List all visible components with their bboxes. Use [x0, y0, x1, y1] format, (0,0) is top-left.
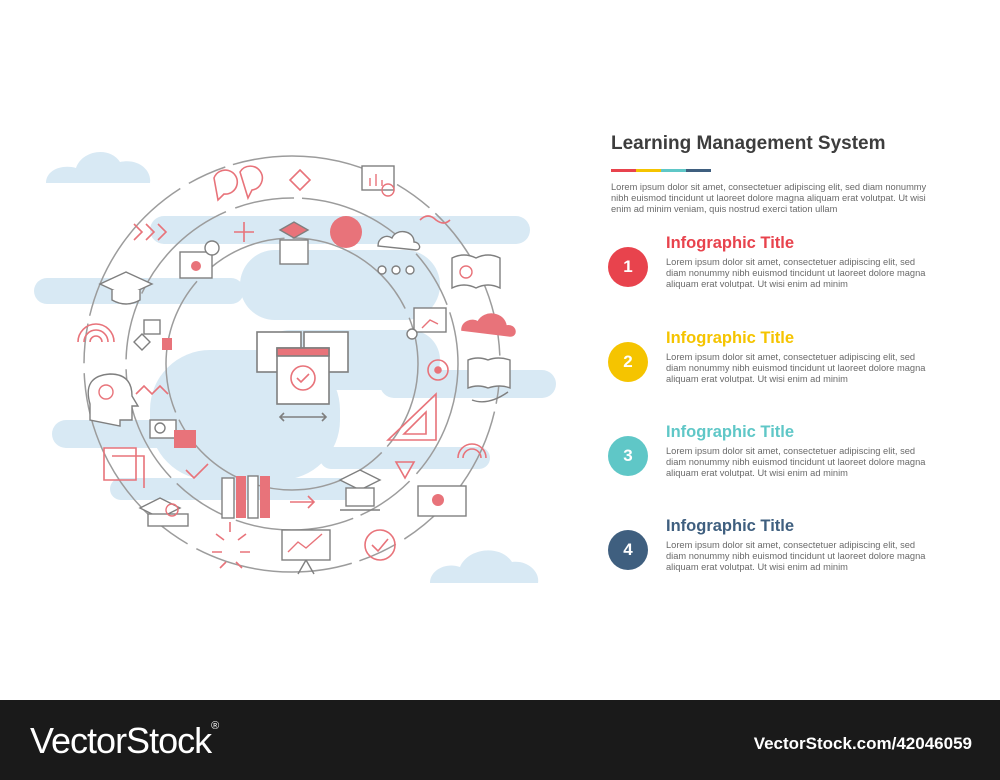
- color-segment: [686, 169, 711, 172]
- item-title: Infographic Title: [666, 517, 795, 535]
- item-text: Lorem ipsum dolor sit amet, consectetuer…: [666, 352, 926, 384]
- color-segment: [636, 169, 661, 172]
- monitor-apple-icon: [179, 240, 220, 279]
- plus-icon: [234, 222, 254, 242]
- step-number-badge: 4: [608, 530, 648, 570]
- infographic-item-1: 1 Infographic Title Lorem ipsum dolor si…: [608, 234, 938, 304]
- squares-icon: [103, 447, 145, 488]
- page-title: Learning Management System: [611, 133, 886, 154]
- open-book-icon: [451, 254, 501, 290]
- item-text: Lorem ipsum dolor sit amet, consectetuer…: [666, 446, 926, 478]
- media-icon: [149, 419, 196, 448]
- infographic-item-2: 2 Infographic Title Lorem ipsum dolor si…: [608, 329, 938, 399]
- item-title: Infographic Title: [666, 423, 795, 441]
- rainbow-icon: [77, 323, 115, 343]
- triangle-marker-icon: [394, 461, 416, 480]
- step-number-badge: 3: [608, 436, 648, 476]
- laptop-cap-icon: [338, 469, 382, 511]
- triangle-ruler-icon: [386, 392, 437, 441]
- board-chart-icon: [281, 529, 331, 575]
- rings-icon: [457, 443, 487, 459]
- books-icon: [221, 475, 270, 519]
- head-gear-icon: [87, 373, 140, 427]
- step-number-badge: 1: [608, 247, 648, 287]
- registered-mark: ®: [211, 720, 219, 732]
- step-number-badge: 2: [608, 342, 648, 382]
- brand-name: VectorStock: [30, 720, 212, 761]
- globe-icon: [330, 216, 362, 248]
- color-segment: [611, 169, 636, 172]
- item-text: Lorem ipsum dolor sit amet, consectetuer…: [666, 257, 926, 289]
- arrow-icon: [290, 495, 316, 509]
- checkmark-circle-icon: [364, 529, 396, 561]
- target-icon: [427, 359, 449, 381]
- presentation-icon: [406, 307, 447, 340]
- check-icon: [185, 463, 209, 480]
- image-url: VectorStock.com/42046059: [753, 734, 972, 753]
- wave-icon: [419, 215, 451, 224]
- cloud-network-icon: [377, 231, 421, 275]
- infographic-item-4: 4 Infographic Title Lorem ipsum dolor si…: [608, 517, 938, 587]
- item-title: Infographic Title: [666, 234, 795, 252]
- arrows-icon: [133, 223, 168, 241]
- graduation-book-icon: [278, 221, 310, 265]
- brand-logo: VectorStock®: [30, 720, 219, 762]
- flowchart-icon: [133, 319, 172, 351]
- item-text: Lorem ipsum dolor sit amet, consectetuer…: [666, 540, 926, 572]
- zigzag-icon: [135, 384, 169, 396]
- burst-icon: [212, 522, 250, 569]
- title-color-bar: [611, 169, 711, 172]
- quote-bubble-icon: [213, 165, 264, 202]
- graduation-cap-icon: [98, 271, 154, 305]
- lms-illustration: [34, 151, 556, 583]
- diamond-icon: [288, 168, 312, 192]
- monitor-chart-icon: [361, 165, 395, 197]
- infographic-item-3: 3 Infographic Title Lorem ipsum dolor si…: [608, 423, 938, 493]
- diploma-icon: [138, 497, 189, 527]
- intro-text: Lorem ipsum dolor sit amet, consectetuer…: [611, 182, 927, 214]
- footer-banner: VectorStock® VectorStock.com/42046059: [0, 700, 1000, 780]
- certificate-icon: [417, 485, 467, 517]
- center-lms-icon: [256, 331, 349, 422]
- cloud-icon: [461, 313, 516, 337]
- color-segment: [661, 169, 686, 172]
- item-title: Infographic Title: [666, 329, 795, 347]
- hand-book-icon: [467, 357, 511, 403]
